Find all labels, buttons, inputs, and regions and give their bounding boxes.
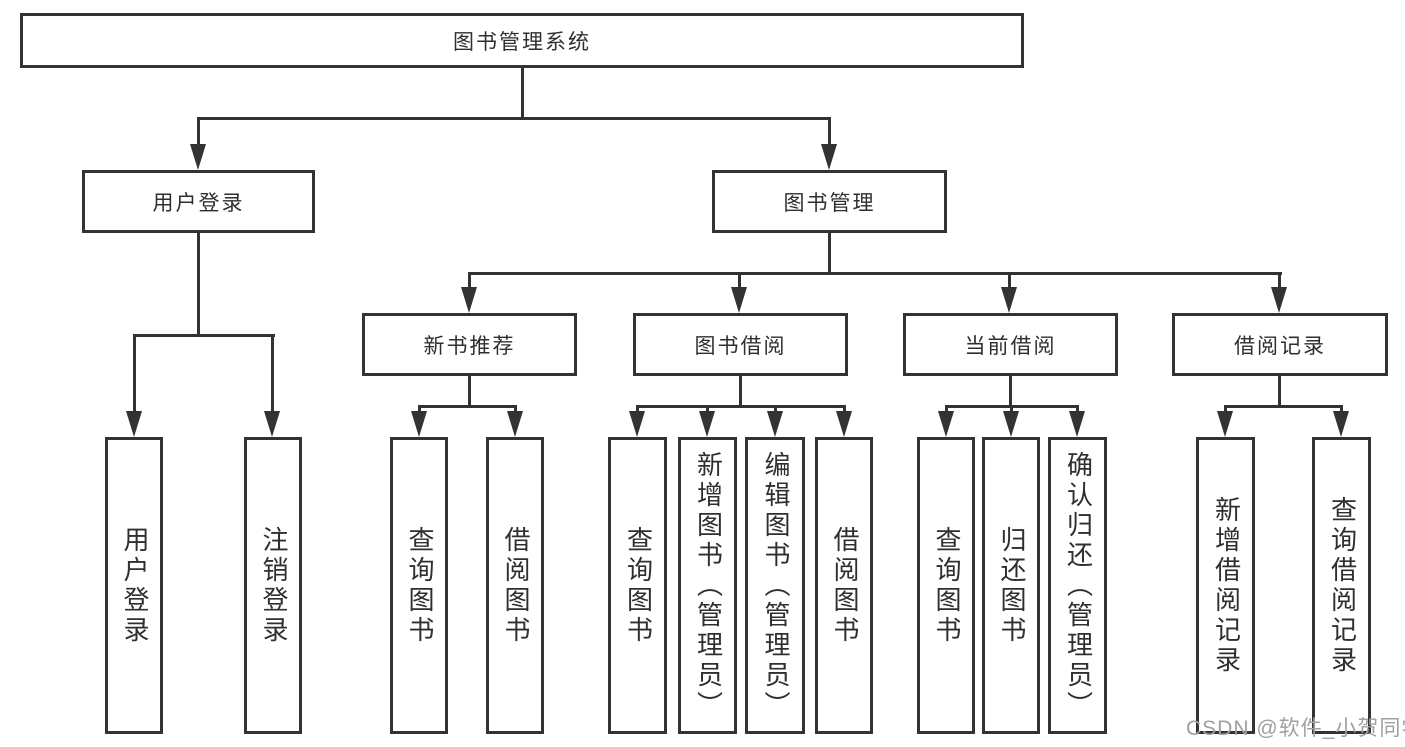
leaf-current-return-books: 归还图书: [982, 437, 1040, 734]
leaf-borrow-borrow-books: 借阅图书: [815, 437, 873, 734]
arrow-down-icon: [1333, 411, 1349, 437]
leaf-current-query-books-label: 查询图书: [931, 525, 962, 646]
node-book-borrow: 图书借阅: [633, 313, 848, 376]
arrow-down-icon: [126, 411, 142, 437]
connector-stem-leaf: [843, 405, 846, 414]
arrow-down-icon: [1271, 287, 1287, 313]
arrow-down-icon: [461, 287, 477, 313]
arrow-down-icon: [821, 144, 837, 170]
connector-currentborrow-stub: [1009, 376, 1012, 408]
arrow-down-icon: [836, 411, 852, 437]
leaf-records-add-record: 新增借阅记录: [1196, 437, 1255, 734]
connector-records-stub: [1278, 376, 1281, 408]
node-current-borrow: 当前借阅: [903, 313, 1118, 376]
node-borrow-records: 借阅记录: [1172, 313, 1388, 376]
leaf-borrow-edit-books-admin: 编辑图书（管理员）: [745, 437, 805, 734]
arrow-down-icon: [264, 411, 280, 437]
connector-stem-leaf: [706, 405, 709, 414]
leaf-newbook-borrow-books-label: 借阅图书: [500, 525, 531, 646]
node-current-borrow-label: 当前借阅: [964, 334, 1057, 358]
leaf-logout-login-label: 注销登录: [258, 525, 289, 646]
node-root-label: 图书管理系统: [453, 30, 591, 54]
connector-stem-leaf: [636, 405, 639, 414]
arrow-down-icon: [411, 411, 427, 437]
leaf-borrow-add-books-admin-label: 新增图书（管理员）: [693, 450, 724, 721]
leaf-records-add-record-label: 新增借阅记录: [1211, 495, 1242, 676]
connector-stem-level3: [1278, 272, 1281, 289]
node-book-management: 图书管理: [712, 170, 947, 233]
connector-stem-book-management: [828, 117, 831, 146]
node-borrow-records-label: 借阅记录: [1234, 334, 1326, 358]
arrow-down-icon: [190, 144, 206, 170]
node-book-management-label: 图书管理: [783, 191, 876, 215]
connector-newbook-stub: [468, 376, 471, 408]
leaf-logout-login: 注销登录: [244, 437, 302, 734]
connector-stem-leaf: [945, 405, 948, 414]
arrow-down-icon: [938, 411, 954, 437]
connector-level1-horizontal: [197, 117, 831, 120]
connector-bookborrow-horizontal: [636, 405, 846, 408]
arrow-down-icon: [1003, 411, 1019, 437]
leaf-records-query-record: 查询借阅记录: [1312, 437, 1371, 734]
connector-stem-leaf: [774, 405, 777, 414]
node-new-book-recommend: 新书推荐: [362, 313, 577, 376]
node-user-login-label: 用户登录: [152, 191, 245, 215]
leaf-user-login-label: 用户登录: [119, 525, 150, 646]
csdn-watermark: CSDN @软件_小贺同学: [1186, 717, 1405, 740]
arrow-down-icon: [1217, 411, 1233, 437]
leaf-current-query-books: 查询图书: [917, 437, 975, 734]
connector-bookborrow-stub: [739, 376, 742, 408]
leaf-current-confirm-return-admin: 确认归还（管理员）: [1048, 437, 1107, 734]
arrow-down-icon: [1069, 411, 1085, 437]
connector-stem-leaf: [133, 334, 136, 414]
leaf-borrow-add-books-admin: 新增图书（管理员）: [678, 437, 737, 734]
connector-root-stub: [521, 68, 524, 120]
leaf-newbook-query-books-label: 查询图书: [404, 525, 435, 646]
connector-user-login-horizontal: [133, 334, 275, 337]
connector-stem-level3: [1008, 272, 1011, 289]
arrow-down-icon: [507, 411, 523, 437]
node-root-library-system: 图书管理系统: [20, 13, 1024, 68]
connector-stem-leaf: [1224, 405, 1227, 414]
arrow-down-icon: [699, 411, 715, 437]
leaf-borrow-query-books: 查询图书: [608, 437, 667, 734]
arrow-down-icon: [629, 411, 645, 437]
connector-user-login-stub: [197, 233, 200, 337]
leaf-borrow-edit-books-admin-label: 编辑图书（管理员）: [760, 450, 791, 721]
node-user-login: 用户登录: [82, 170, 315, 233]
connector-stem-level3: [738, 272, 741, 289]
connector-newbook-horizontal: [418, 405, 517, 408]
arrow-down-icon: [731, 287, 747, 313]
leaf-current-confirm-return-admin-label: 确认归还（管理员）: [1063, 450, 1094, 721]
connector-book-management-stub: [828, 233, 831, 274]
node-new-book-recommend-label: 新书推荐: [423, 334, 516, 358]
leaf-newbook-query-books: 查询图书: [390, 437, 448, 734]
connector-stem-user-login: [197, 117, 200, 146]
connector-stem-leaf: [514, 405, 517, 414]
connector-records-horizontal: [1224, 405, 1343, 408]
arrow-down-icon: [767, 411, 783, 437]
connector-stem-leaf: [1076, 405, 1079, 414]
connector-level3-horizontal: [468, 272, 1282, 275]
connector-stem-level3: [468, 272, 471, 289]
leaf-current-return-books-label: 归还图书: [996, 525, 1027, 646]
arrow-down-icon: [1001, 287, 1017, 313]
connector-stem-leaf: [271, 334, 274, 414]
node-book-borrow-label: 图书借阅: [694, 334, 787, 358]
leaf-user-login: 用户登录: [105, 437, 163, 734]
connector-stem-leaf: [418, 405, 421, 414]
leaf-records-query-record-label: 查询借阅记录: [1327, 495, 1358, 676]
connector-stem-leaf: [1340, 405, 1343, 414]
connector-stem-leaf: [1010, 405, 1013, 414]
leaf-borrow-query-books-label: 查询图书: [623, 525, 654, 646]
leaf-newbook-borrow-books: 借阅图书: [486, 437, 544, 734]
leaf-borrow-borrow-books-label: 借阅图书: [829, 525, 860, 646]
